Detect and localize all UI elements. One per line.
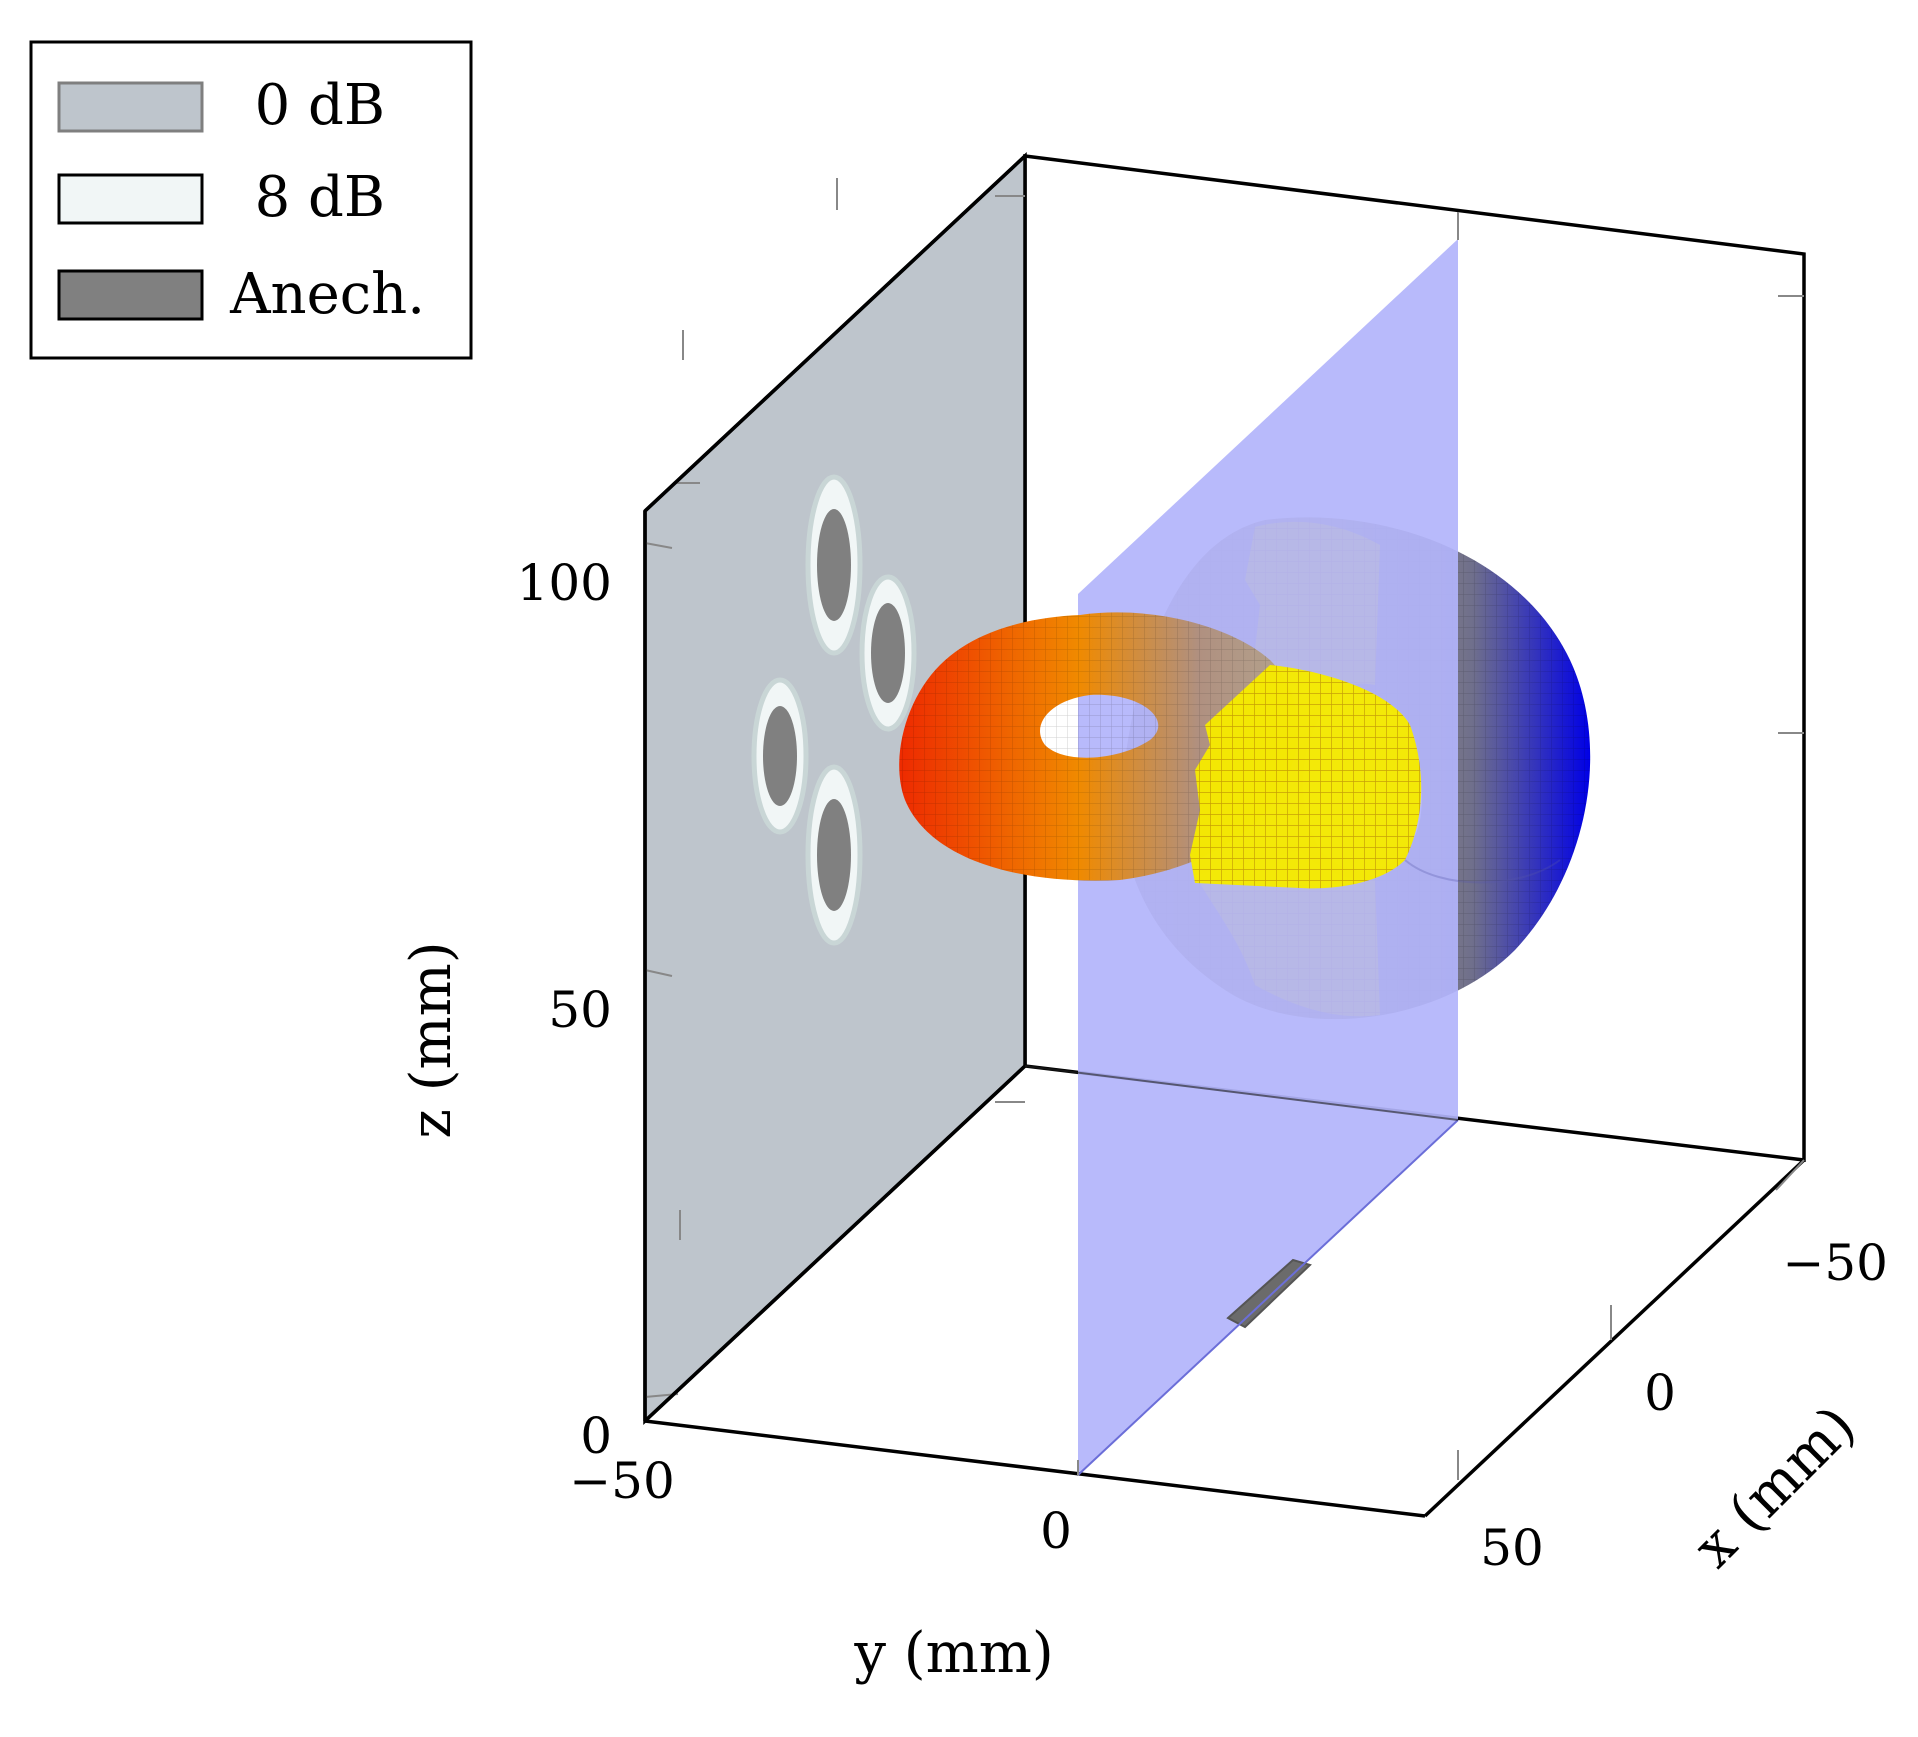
legend-item-8db: 8 dB xyxy=(57,165,385,230)
y-tick-0: 0 xyxy=(1040,1502,1072,1560)
y-tick-labels: −50 0 xyxy=(569,1452,1072,1560)
torus-large-front-band xyxy=(1190,665,1422,889)
z-tick-50: 50 xyxy=(548,981,612,1039)
x-tick-0: 0 xyxy=(1644,1364,1676,1422)
patch-bottom xyxy=(805,764,863,946)
anechoic-patches xyxy=(751,474,917,946)
legend: 0 dB 8 dB Anech. xyxy=(29,40,473,360)
z-axis-label: z (mm) xyxy=(399,941,464,1138)
axis-box-front xyxy=(643,154,1806,1518)
legend-swatch-0db xyxy=(57,81,204,133)
legend-swatch-anech xyxy=(57,269,204,321)
legend-item-0db: 0 dB xyxy=(57,73,385,138)
patch-left xyxy=(751,677,809,835)
y-axis-label: y (mm) xyxy=(853,1621,1053,1686)
legend-label-8db: 8 dB xyxy=(255,165,385,230)
y-tick-neg50: −50 xyxy=(569,1452,675,1510)
patch-top xyxy=(805,474,863,656)
floor-back-edge xyxy=(643,1064,1027,1423)
x-tick-neg50: −50 xyxy=(1782,1234,1888,1292)
plane-floor-edge xyxy=(1077,1119,1459,1476)
patch-right xyxy=(859,574,917,732)
legend-swatch-8db xyxy=(57,173,204,225)
x-axis-label: x (mm) xyxy=(1681,1393,1868,1580)
outer-tickmarks xyxy=(1077,212,1805,1480)
legend-item-anech: Anech. xyxy=(57,262,425,327)
wall-tickmarks xyxy=(644,178,1025,1398)
z-tick-labels: 0 50 100 xyxy=(517,554,612,1465)
z-tick-0: 0 xyxy=(580,1407,612,1465)
x-tick-50: 50 xyxy=(1480,1519,1544,1577)
x-tick-labels: −50 0 50 xyxy=(1480,1234,1888,1577)
legend-label-0db: 0 dB xyxy=(255,73,385,138)
legend-label-anech: Anech. xyxy=(229,262,425,327)
z-tick-100: 100 xyxy=(517,554,612,612)
torus-small xyxy=(899,612,1299,881)
